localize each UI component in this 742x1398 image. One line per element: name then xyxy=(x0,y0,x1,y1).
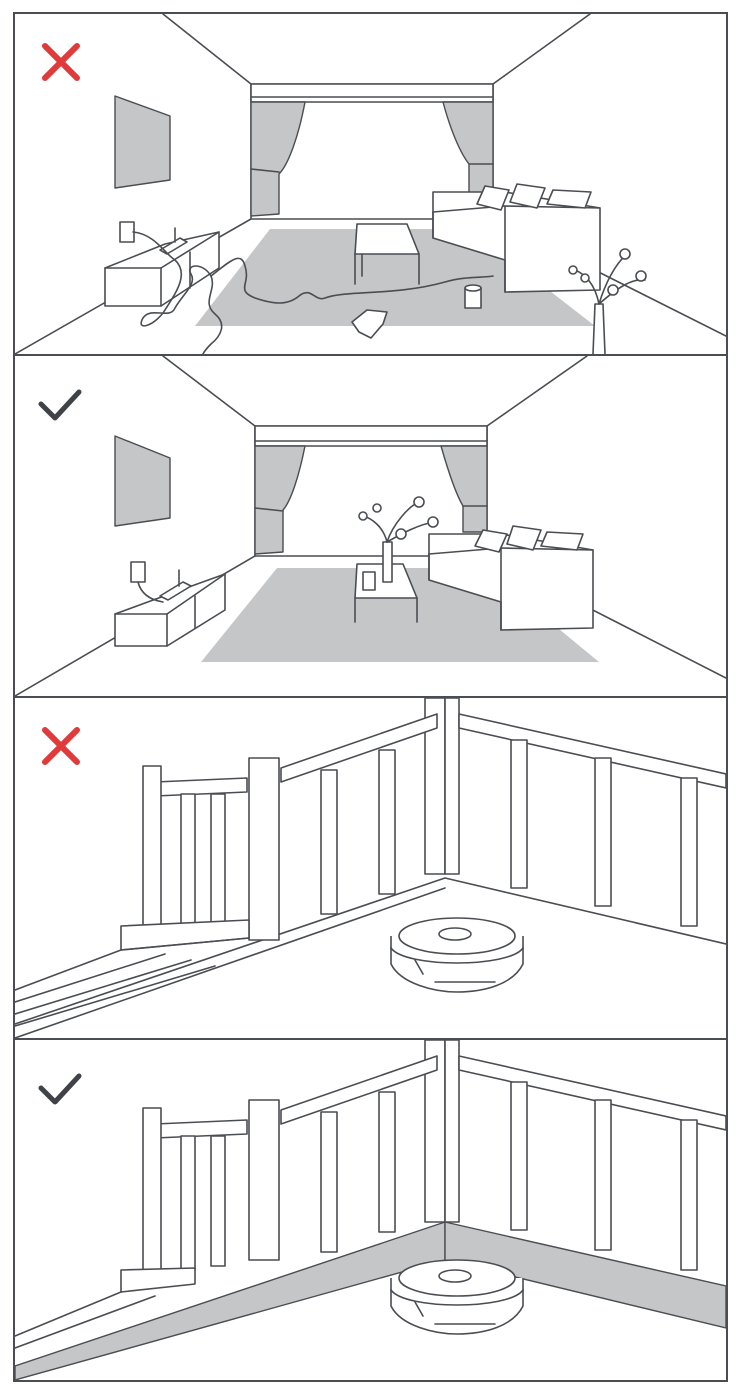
panel-balcony-barrier xyxy=(13,1038,728,1382)
check-icon xyxy=(38,1073,82,1105)
cross-icon xyxy=(42,727,80,765)
robot-vacuum-icon xyxy=(390,917,524,993)
living-room-tidy-illustration xyxy=(15,356,726,696)
balcony-open-illustration xyxy=(15,698,726,1038)
robot-vacuum-icon xyxy=(390,1259,524,1335)
living-room-cluttered-illustration xyxy=(15,14,726,354)
balcony-barrier-illustration xyxy=(15,1040,726,1380)
panel-balcony-open xyxy=(13,696,728,1040)
cross-icon xyxy=(42,43,80,81)
check-icon xyxy=(38,389,82,421)
panel-living-room-tidy xyxy=(13,354,728,698)
panel-living-room-cluttered xyxy=(13,12,728,356)
